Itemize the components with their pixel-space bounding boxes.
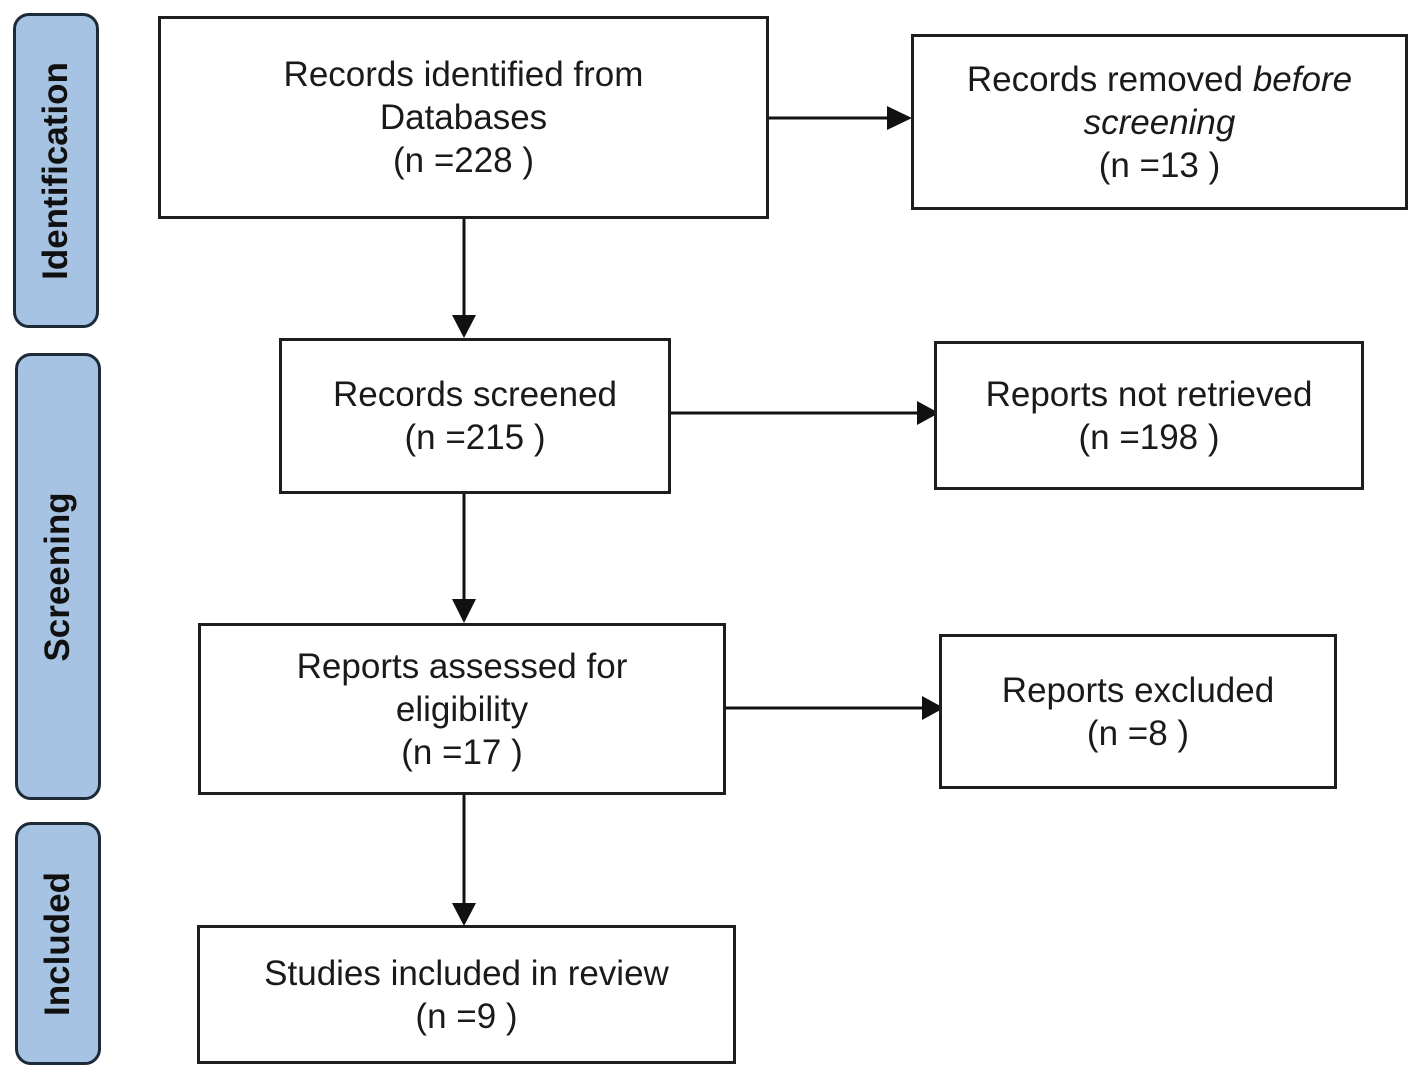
records-removed-line2: screening [1083, 102, 1236, 142]
phase-included-label: Included [38, 871, 77, 1016]
box-reports-assessed: Reports assessed for eligibility (n =17 … [198, 623, 726, 795]
studies-included-line1: Studies included in review [264, 953, 669, 993]
reports-assessed-line2: eligibility [395, 689, 529, 729]
box-records-removed: Records removed before screening (n =13 … [911, 34, 1408, 210]
box-records-identified: Records identified from Databases (n =22… [158, 16, 769, 219]
box-reports-not-retrieved: Reports not retrieved (n =198 ) [934, 341, 1364, 490]
records-removed-count: (n =13 ) [1098, 145, 1221, 185]
reports-not-retrieved-count: (n =198 ) [1078, 417, 1220, 457]
studies-included-count: (n =9 ) [415, 996, 518, 1036]
box-studies-included: Studies included in review (n =9 ) [197, 925, 736, 1064]
arrowhead-included [452, 903, 476, 926]
reports-excluded-line1: Reports excluded [1001, 670, 1275, 710]
phase-identification: Identification [13, 13, 99, 328]
records-screened-count: (n =215 ) [404, 418, 546, 457]
records-removed-prefix: Records removed [966, 59, 1253, 99]
records-removed-before: before [1252, 59, 1353, 99]
reports-assessed-count: (n =17 ) [401, 732, 523, 772]
phase-screening-label: Screening [38, 491, 77, 662]
phase-included: Included [15, 822, 101, 1065]
records-identified-line1: Records identified from [283, 55, 644, 94]
arrowhead-assessed [452, 599, 476, 623]
reports-excluded-count: (n =8 ) [1086, 713, 1190, 753]
records-screened-line1: Records screened [332, 375, 618, 414]
reports-not-retrieved-line1: Reports not retrieved [985, 374, 1313, 414]
records-identified-line2: Databases [379, 98, 548, 137]
records-removed-line1: Records removed before [967, 58, 1352, 101]
records-identified-count: (n =228 ) [392, 141, 535, 180]
box-reports-excluded: Reports excluded (n =8 ) [939, 634, 1337, 789]
arrowhead-removed [887, 106, 912, 130]
phase-identification-label: Identification [36, 61, 75, 280]
phase-screening: Screening [15, 353, 101, 800]
arrowhead-screened [452, 315, 476, 338]
box-records-screened: Records screened (n =215 ) [279, 338, 671, 494]
reports-assessed-line1: Reports assessed for [296, 646, 628, 686]
